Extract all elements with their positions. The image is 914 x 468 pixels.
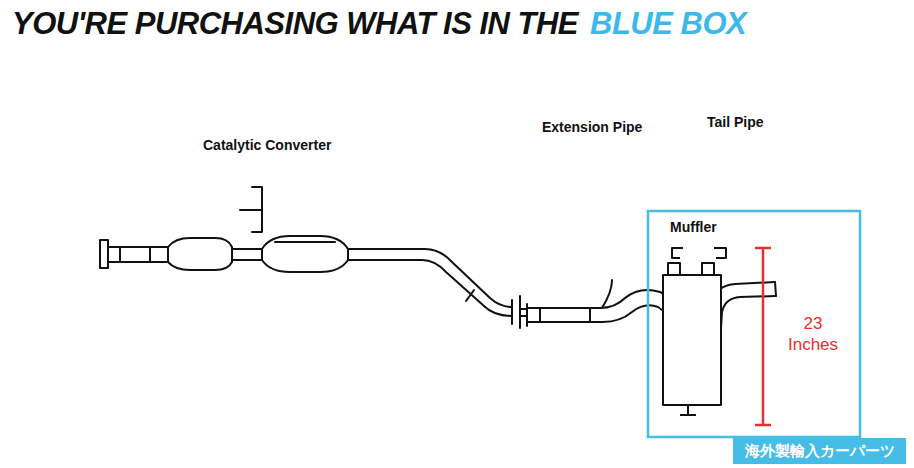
- pipe-joint: [466, 290, 474, 301]
- part-label: Catalytic Converter: [203, 137, 331, 153]
- mid-pipe: [232, 249, 262, 260]
- part-label: Tail Pipe: [707, 114, 764, 130]
- muffler-inlet: [668, 263, 680, 275]
- pipe-joint: [540, 308, 590, 322]
- hanger: [714, 248, 726, 258]
- converter-body: [168, 238, 232, 270]
- converter-seam: [275, 241, 335, 243]
- blue-box-outline: [648, 211, 860, 437]
- watermark-badge: 海外製輸入カーパーツ: [733, 438, 906, 464]
- part-label: Muffler: [670, 219, 717, 235]
- muffler-outlet: [680, 405, 696, 415]
- bracket: [240, 209, 262, 211]
- inlet-pipe: [108, 247, 168, 262]
- dimension-label: 23 Inches: [781, 313, 845, 356]
- extension-pipe: [527, 290, 680, 338]
- watermark: 海外製輸入カーパーツ: [745, 442, 895, 461]
- page-title: YOU'RE PURCHASING WHAT IS IN THE: [12, 6, 578, 42]
- muffler-inlet: [702, 263, 714, 275]
- flange: [520, 309, 527, 316]
- pipe-joint: [120, 247, 150, 262]
- flange: [100, 240, 108, 268]
- muffler-body: [663, 275, 721, 405]
- outlet-pipe: [348, 260, 512, 316]
- blue-box: Muffler: [648, 211, 860, 437]
- hanger: [672, 248, 683, 258]
- title-highlight: BLUE BOX: [590, 6, 746, 42]
- part-label: Extension Pipe: [542, 119, 642, 135]
- hanger: [602, 280, 612, 308]
- tail-pipe: [720, 296, 776, 345]
- dimension-line: [755, 248, 771, 425]
- outlet-pipe: [348, 249, 512, 307]
- flange: [512, 296, 520, 328]
- converter-body: [262, 236, 348, 272]
